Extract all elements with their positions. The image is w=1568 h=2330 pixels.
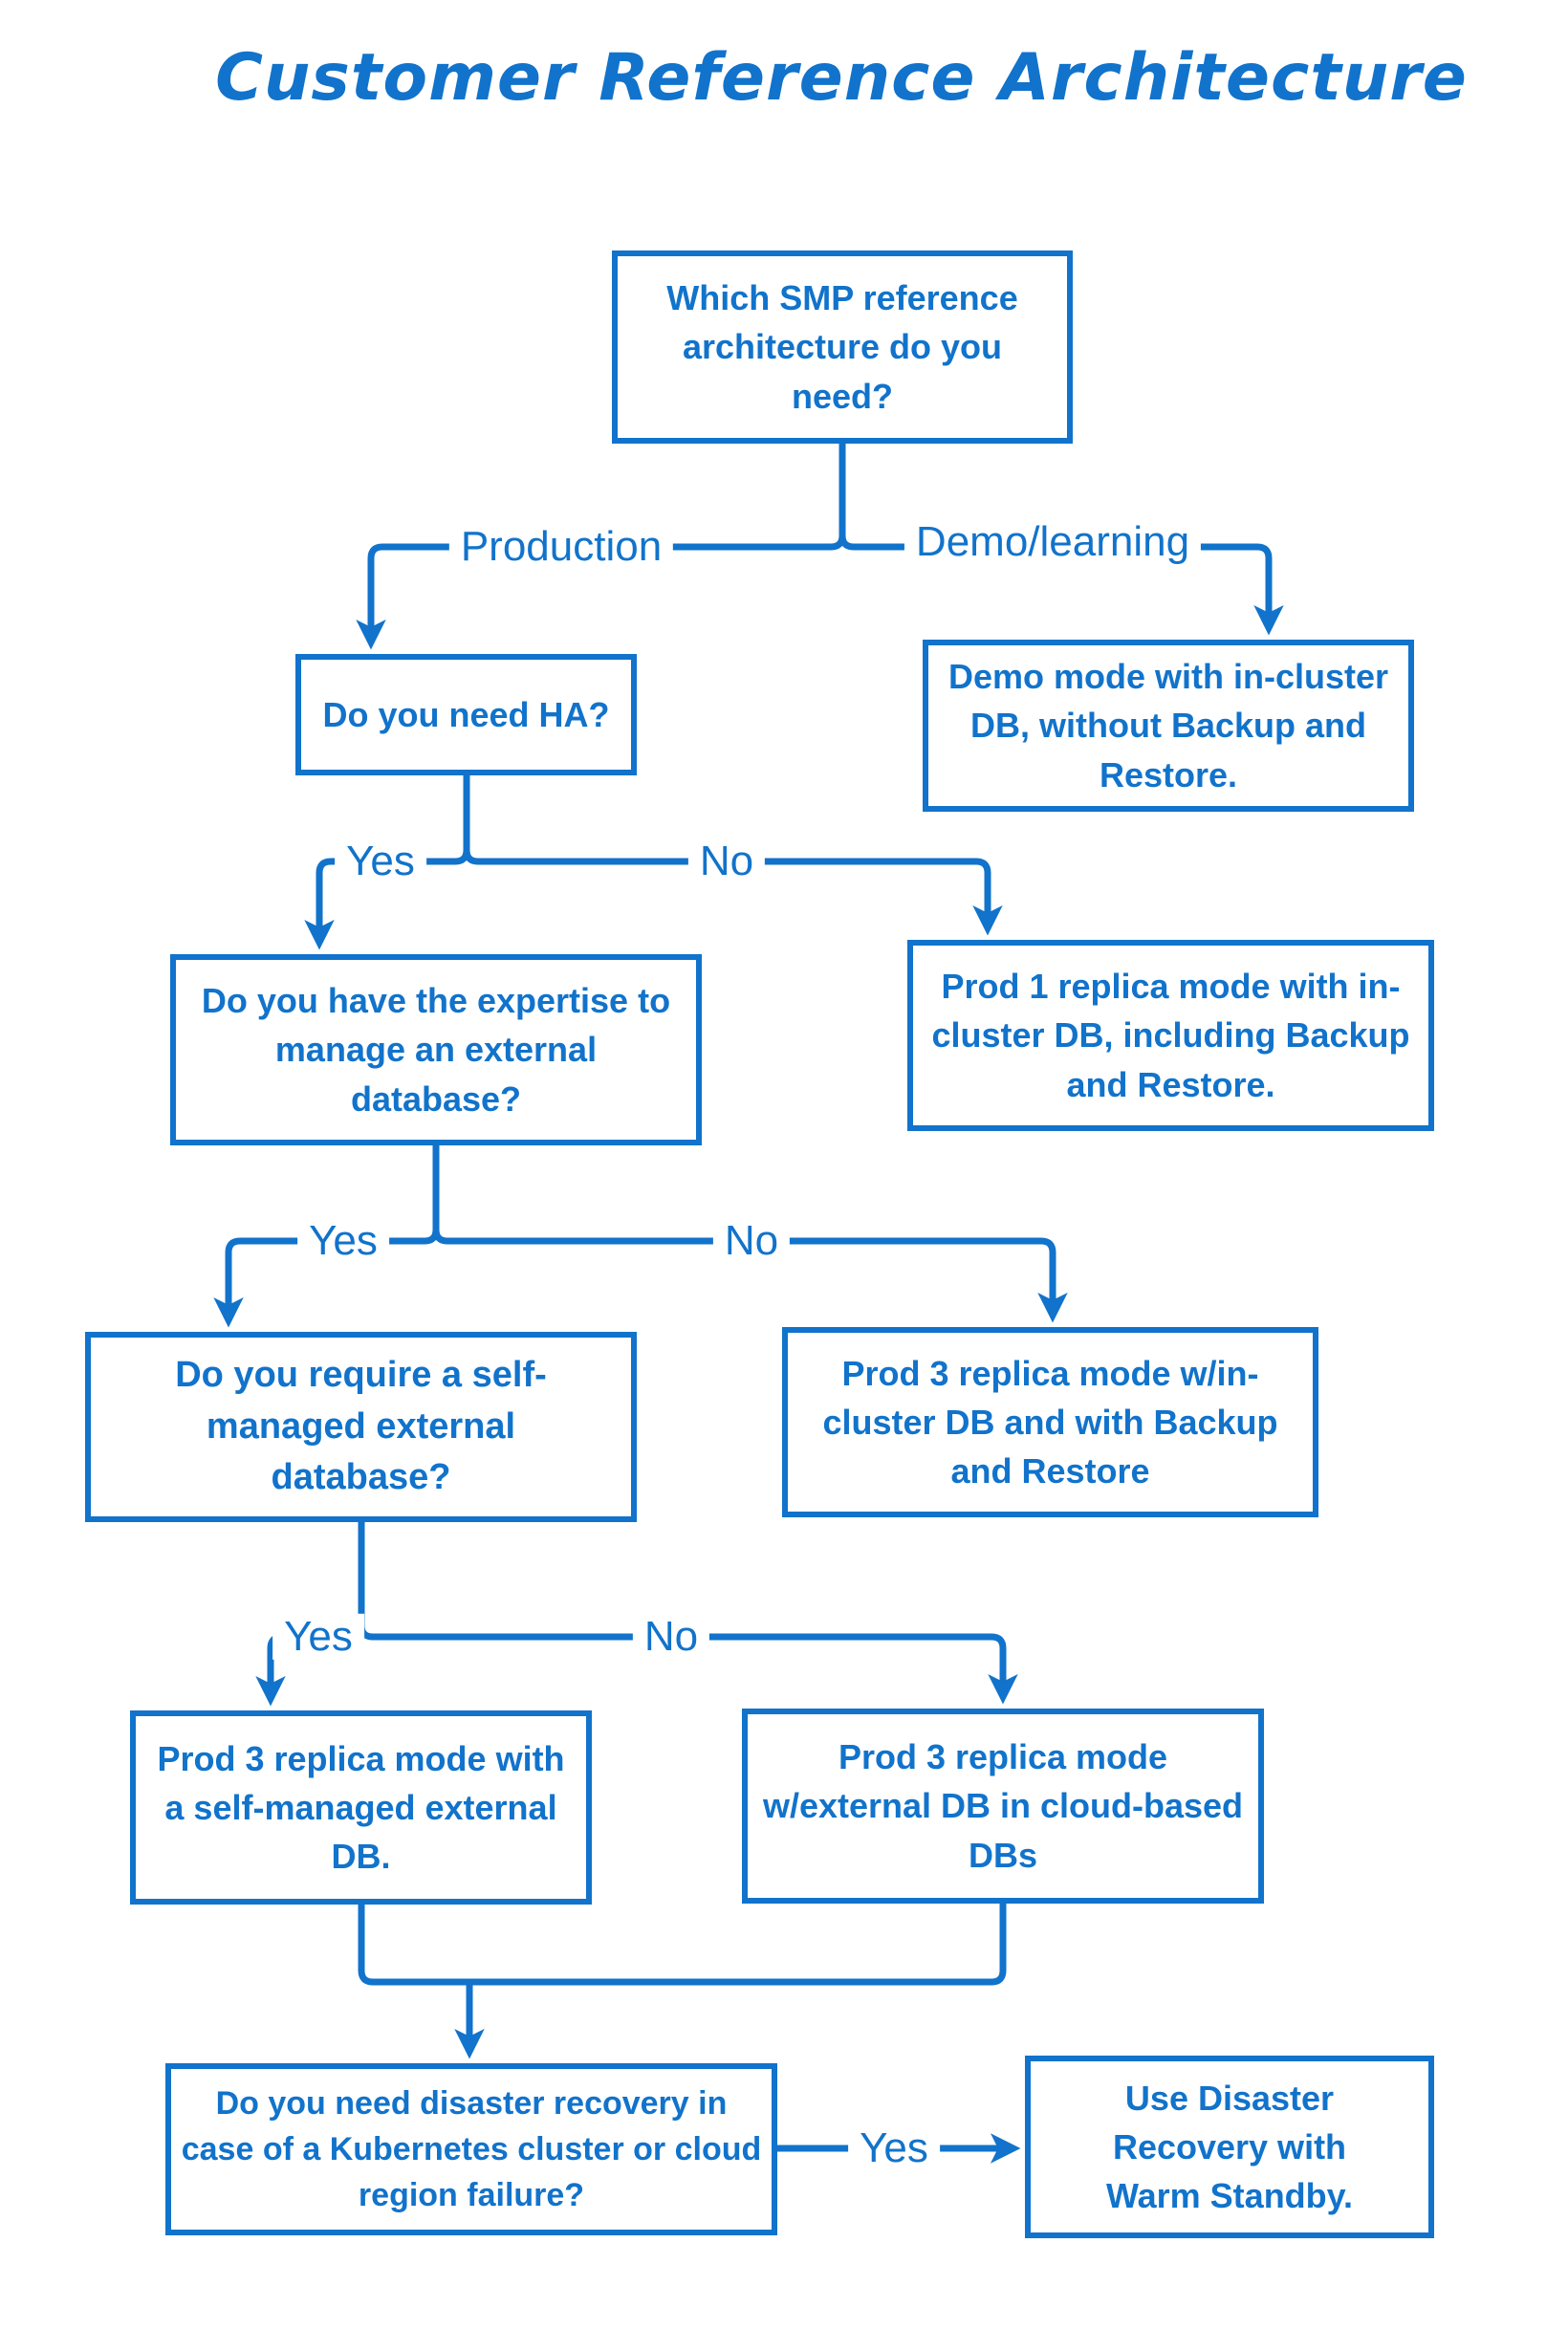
node-result-prod3-cloud: Prod 3 replica mode w/external DB in clo…: [742, 1709, 1264, 1904]
node-result-prod3-incluster: Prod 3 replica mode w/in-cluster DB and …: [782, 1327, 1318, 1517]
edge-label-demo-learning: Demo/learning: [904, 518, 1202, 566]
node-result-prod3-self-managed: Prod 3 replica mode with a self-managed …: [130, 1710, 592, 1905]
node-result-prod1-incluster: Prod 1 replica mode with in-cluster DB, …: [907, 940, 1434, 1131]
diagram-title: Customer Reference Architecture: [215, 40, 1468, 116]
edge-label-expertise-no: No: [712, 1217, 791, 1265]
node-result-demo-mode: Demo mode with in-cluster DB, without Ba…: [923, 640, 1414, 812]
edge-self-managed-yes-line: [255, 1518, 365, 1707]
edge-label-production: Production: [448, 523, 674, 571]
edge-label-self-managed-yes: Yes: [272, 1613, 364, 1661]
edge-merge-line: [358, 1900, 1007, 1986]
edge-expertise-no-line: [432, 1226, 1068, 1323]
node-result-warm-standby: Use Disaster Recovery with Warm Standby.: [1025, 2056, 1434, 2238]
node-question-ha: Do you need HA?: [295, 654, 637, 775]
edge-ha-no-line: [463, 846, 1003, 936]
edge-label-ha-no: No: [687, 838, 766, 885]
node-question-architecture: Which SMP reference architecture do you …: [612, 250, 1073, 444]
node-question-expertise: Do you have the expertise to manage an e…: [170, 954, 702, 1145]
node-question-self-managed: Do you require a self-managed external d…: [85, 1332, 637, 1522]
edge-label-self-managed-no: No: [632, 1613, 710, 1661]
node-question-disaster-recovery: Do you need disaster recovery in case of…: [165, 2063, 777, 2235]
edge-label-expertise-yes: Yes: [297, 1217, 389, 1265]
edge-label-ha-yes: Yes: [335, 838, 426, 885]
edge-label-disaster-recovery-yes: Yes: [848, 2124, 940, 2172]
